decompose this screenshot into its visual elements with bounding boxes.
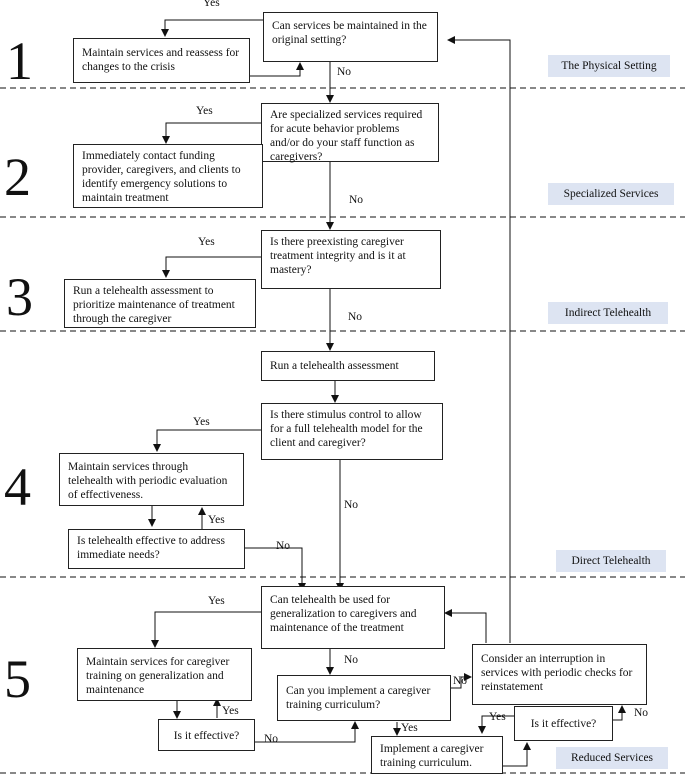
edge-label-yes-q4: Yes [193, 416, 210, 428]
edge-label-yes-q1: Yes [203, 0, 220, 9]
stage-label-direct-telehealth: Direct Telehealth [556, 550, 666, 572]
edge-label-yes-q5b: Yes [222, 705, 239, 717]
edge-a1-loop [250, 62, 304, 77]
stage-number-2: 2 [4, 147, 31, 207]
edge-label-no-q4: No [344, 499, 359, 511]
edge-interrupt-to-q5 [444, 609, 487, 643]
edge-q4-yes [153, 429, 261, 452]
stage-label-indirect-telehealth: Indirect Telehealth [548, 302, 668, 324]
edge-label-no-q5d: No [634, 707, 649, 719]
edge-label-yes-q5: Yes [208, 595, 225, 607]
action-consider-interruption: Consider an interruption in services wit… [472, 644, 647, 705]
stage-label-specialized-services: Specialized Services [548, 183, 674, 205]
question-generalization-to-caregivers: Can telehealth be used for generalizatio… [261, 586, 445, 649]
question-implement-training-curriculum: Can you implement a caregiver training c… [277, 675, 451, 721]
action-run-telehealth-assessment-caregiver: Run a telehealth assessment to prioritiz… [64, 279, 256, 328]
action-implement-training-curriculum: Implement a caregiver training curriculu… [371, 736, 503, 774]
edge-label-no-q5b: No [264, 733, 279, 745]
edge-label-no-q2: No [349, 194, 364, 206]
edge-q5c-no [451, 673, 472, 689]
question-is-it-effective-1: Is it effective? [158, 719, 255, 751]
action-maintain-and-reassess: Maintain services and reassess for chang… [73, 38, 250, 83]
edge-interrupt-to-q1 [447, 36, 511, 643]
stage-number-1: 1 [6, 31, 33, 91]
edge-a5c-to-q5d [503, 742, 531, 767]
edge-label-yes-q2: Yes [196, 105, 213, 117]
edge-label-no-q3: No [348, 311, 363, 323]
stage-number-4: 4 [4, 457, 31, 517]
edge-q4b-no [245, 547, 306, 591]
edge-q1-yes [161, 19, 263, 37]
question-specialized-services: Are specialized services required for ac… [261, 103, 439, 163]
edge-label-no-q5c: No [453, 675, 468, 687]
action-caregiver-training: Maintain services for caregiver training… [77, 648, 252, 701]
stage-number-3: 3 [6, 267, 33, 327]
question-stimulus-control: Is there stimulus control to allow for a… [261, 403, 443, 460]
edge-label-yes-q3: Yes [198, 236, 215, 248]
action-run-telehealth-assessment: Run a telehealth assessment [261, 351, 435, 381]
edge-q5d-yes [478, 715, 514, 734]
stage-number-5: 5 [4, 649, 31, 709]
edge-label-no-q5: No [344, 654, 359, 666]
edge-q5d-no [613, 705, 626, 721]
edge-q2-yes [162, 122, 261, 144]
stage-label-reduced-services: Reduced Services [556, 747, 668, 769]
question-caregiver-integrity: Is there preexisting caregiver treatment… [261, 230, 441, 289]
edge-label-yes-q5c: Yes [401, 722, 418, 734]
edge-q5-yes [151, 611, 261, 648]
edge-q3-yes [162, 256, 261, 278]
edge-label-yes-q5d: Yes [489, 711, 506, 723]
edge-label-yes-q4b: Yes [208, 514, 225, 526]
question-telehealth-effective: Is telehealth effective to address immed… [68, 529, 245, 569]
edge-label-no-q1: No [337, 66, 352, 78]
edge-q5b-no [255, 721, 359, 743]
question-maintain-original-setting: Can services be maintained in the origin… [263, 12, 438, 62]
stage-label-physical-setting: The Physical Setting [548, 55, 670, 77]
action-contact-funding-provider: Immediately contact funding provider, ca… [73, 144, 263, 208]
edge-label-no-q4b: No [276, 540, 291, 552]
action-maintain-via-telehealth: Maintain services through telehealth wit… [59, 453, 244, 506]
question-is-it-effective-2: Is it effective? [514, 706, 613, 741]
